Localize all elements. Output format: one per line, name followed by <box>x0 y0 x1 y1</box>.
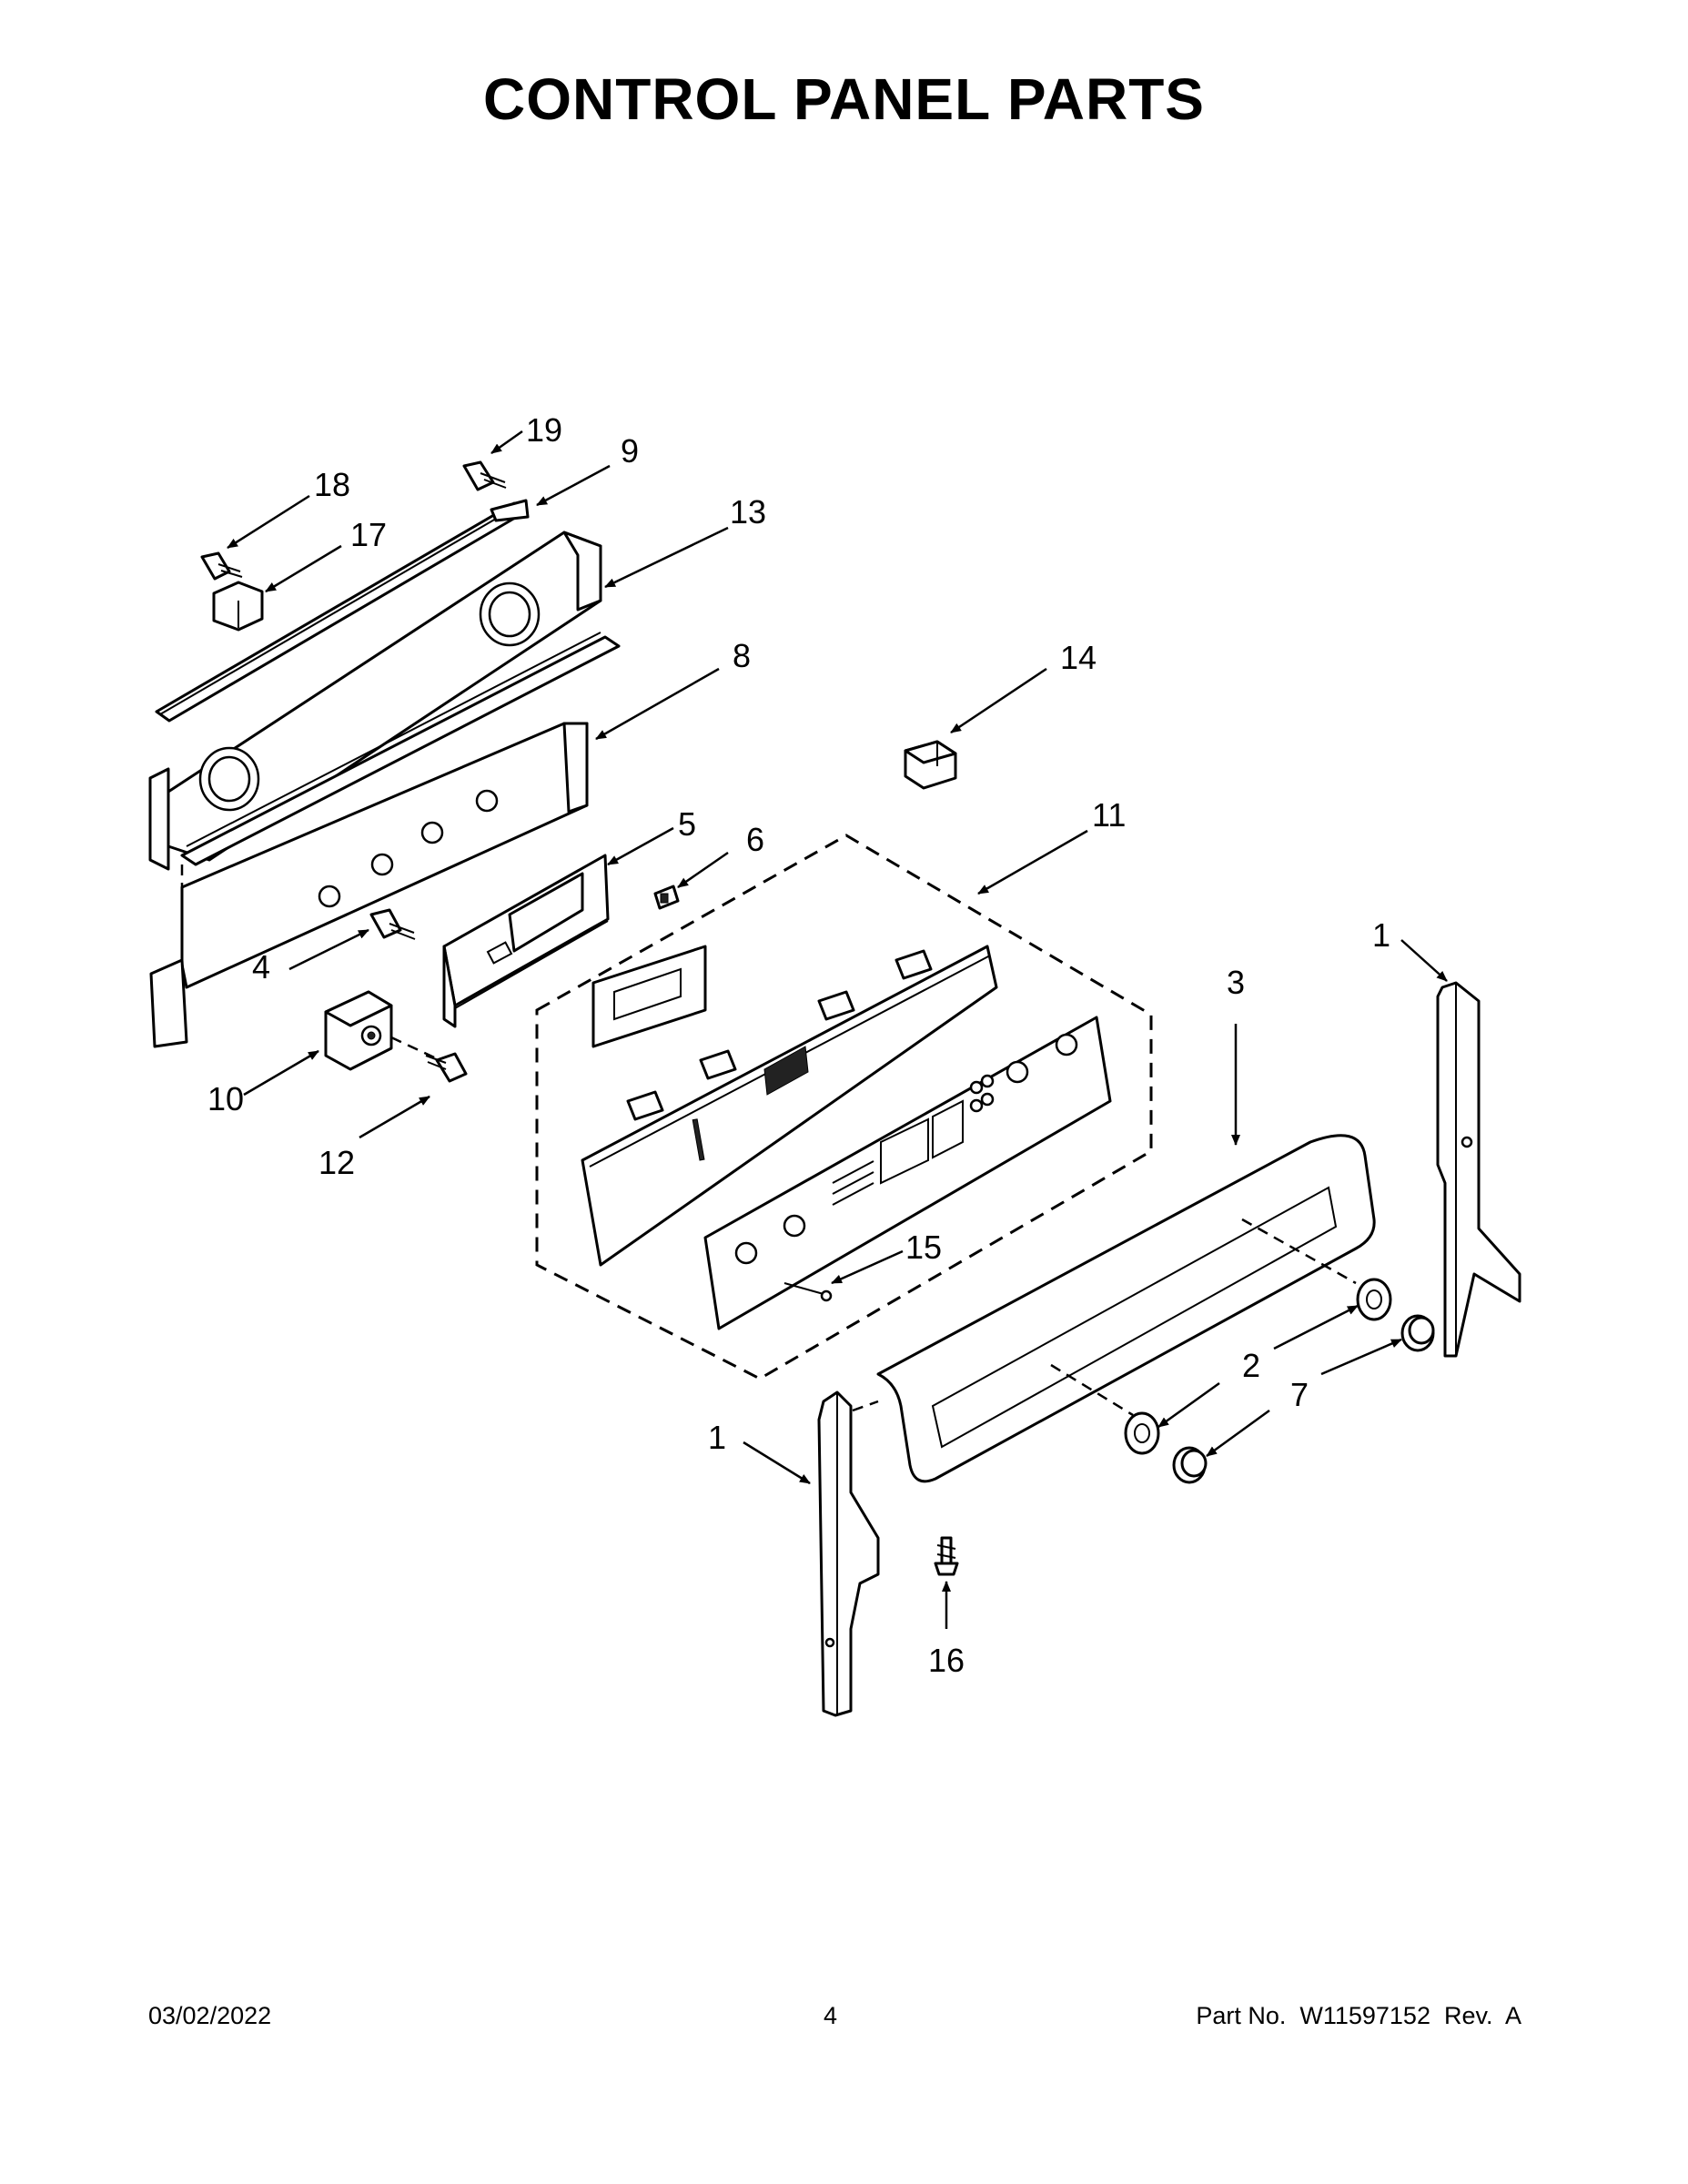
part-2-knob-base-left <box>1124 1411 1160 1455</box>
callout-9: 9 <box>621 432 639 470</box>
footer-page-number: 4 <box>824 2002 838 2029</box>
footer-part-number: Part No. W11597152 Rev. A <box>1196 2002 1521 2029</box>
guide-line <box>852 1400 879 1412</box>
callout-1-left: 1 <box>708 1419 726 1456</box>
callout-15: 15 <box>905 1228 942 1266</box>
callout-12: 12 <box>318 1144 355 1181</box>
guide-line <box>1241 1218 1357 1285</box>
part-1-endcap-right <box>1436 981 1521 1358</box>
part-15-screw <box>783 1282 833 1302</box>
callout-13: 13 <box>730 493 766 531</box>
assembly-11-outline <box>535 834 1153 1380</box>
part-7-knob-left <box>1172 1446 1208 1484</box>
callout-3: 3 <box>1227 964 1245 1001</box>
part-2-knob-base-right <box>1356 1278 1392 1321</box>
callout-14: 14 <box>1060 639 1097 676</box>
part-8-backguard-panel <box>149 722 589 1048</box>
part-14-relay <box>904 740 957 790</box>
page-title: CONTROL PANEL PARTS <box>483 66 1205 132</box>
part-1-endcap-left <box>817 1390 880 1717</box>
callout-8: 8 <box>733 637 751 674</box>
part-11-control-panel <box>581 945 998 1267</box>
part-3-trim-frame <box>876 1134 1376 1483</box>
part-19-screw <box>462 460 507 491</box>
leader-lines <box>227 430 1448 1629</box>
callout-18: 18 <box>314 466 350 503</box>
overlay-sheet <box>591 945 707 1048</box>
callout-6: 6 <box>746 821 764 858</box>
callout-5: 5 <box>678 805 696 843</box>
footer-date: 03/02/2022 <box>148 2002 272 2029</box>
part-18-screw <box>200 551 243 581</box>
part-9-rail <box>155 499 530 723</box>
callout-4: 4 <box>252 948 270 986</box>
callout-7: 7 <box>1290 1376 1309 1413</box>
part-12-screw <box>425 1052 468 1083</box>
part-13-control-housing <box>148 531 621 871</box>
callout-2: 2 <box>1242 1347 1260 1384</box>
callout-11: 11 <box>1092 796 1126 834</box>
control-panel-faceplate <box>703 1016 1112 1330</box>
guide-line <box>1050 1363 1134 1417</box>
callout-17: 17 <box>350 516 387 553</box>
callout-1-right: 1 <box>1372 916 1390 954</box>
guide-line <box>390 1036 447 1065</box>
part-4-screw <box>369 908 416 940</box>
part-5-control-board <box>442 854 610 1028</box>
callout-10: 10 <box>207 1080 244 1117</box>
part-16-screw <box>934 1536 959 1576</box>
part-7-knob-right <box>1400 1314 1435 1352</box>
callout-16: 16 <box>928 1642 965 1679</box>
part-6-connector <box>653 885 680 910</box>
callout-19: 19 <box>526 411 562 449</box>
part-17-bracket <box>212 581 264 632</box>
part-10-switch <box>324 990 393 1071</box>
